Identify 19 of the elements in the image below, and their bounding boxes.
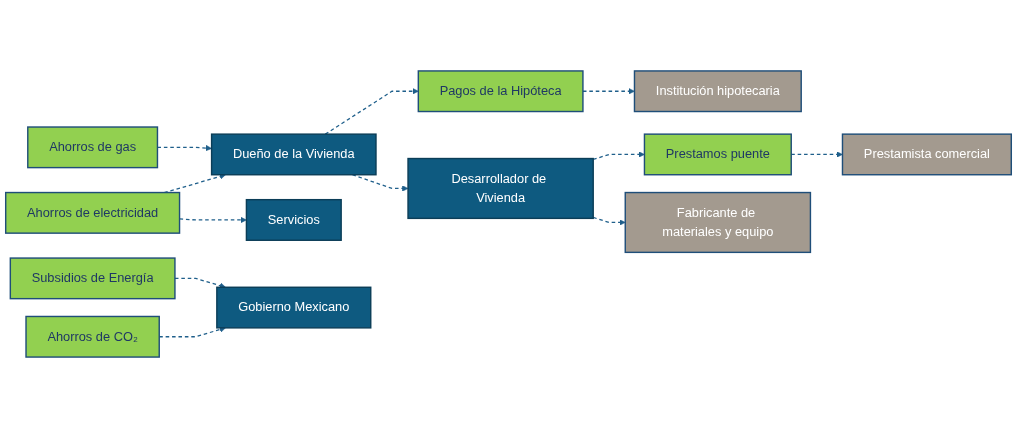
arrow <box>592 216 626 226</box>
node-box: Prestamista comercial <box>841 133 1012 176</box>
arrow <box>174 277 226 289</box>
node-box: Ahorros de electricidad <box>5 191 181 234</box>
arrow <box>351 174 409 192</box>
node-box: Desarrollador de Vivienda <box>407 157 594 220</box>
arrow <box>324 88 419 135</box>
node-box: Gobierno Mexicano <box>216 286 372 329</box>
node-box: Prestamos puente <box>643 133 792 176</box>
node-box: Pagos de la Hipóteca <box>417 70 584 113</box>
node-box: Ahorros de gas <box>27 126 159 169</box>
node-box: Servicios <box>245 198 342 241</box>
arrow <box>592 151 645 161</box>
node-box: Subsidios de Energía <box>9 257 176 300</box>
node-box: Institución hipotecaria <box>633 70 802 113</box>
arrow <box>582 88 635 95</box>
node-box: Dueño de la Vivienda <box>210 133 377 176</box>
node-box: Ahorros de CO₂ <box>25 315 160 358</box>
node-box: Fabricante de materiales y equipo <box>624 191 812 254</box>
